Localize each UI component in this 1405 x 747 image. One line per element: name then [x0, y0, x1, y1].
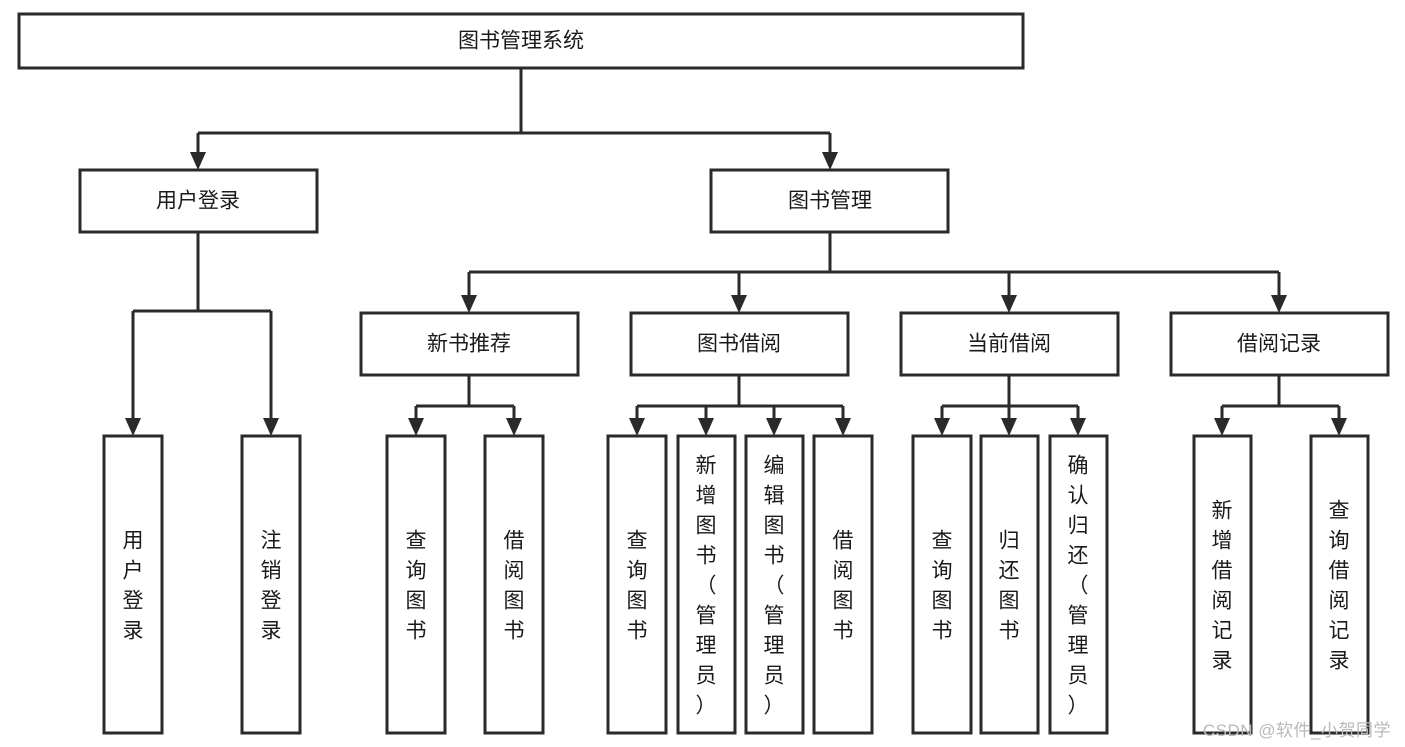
node-new-book-recommend-box[interactable] — [359, 311, 580, 377]
leaf-newbook-query-box[interactable] — [385, 434, 447, 735]
leaf-logout[interactable]: 注销登录 — [240, 434, 302, 735]
arrow-newbook-leaf-1 — [408, 418, 424, 436]
leaf-borrow-query-box[interactable] — [606, 434, 668, 735]
leaf-borrow-edit-book-label: 编辑图书（管理员） — [764, 454, 785, 717]
arrow-to-user-login — [190, 152, 206, 170]
leaf-borrow-edit-book[interactable]: 编辑图书（管理员） — [744, 434, 805, 735]
leaf-logout-label: 注销登录 — [261, 529, 282, 642]
arrow-record-leaf-1 — [1214, 418, 1230, 436]
leaf-borrow-lend-book-label: 借阅图书 — [833, 529, 854, 642]
arrow-borrow-leaf-3 — [766, 418, 782, 436]
leaf-newbook-borrow-label: 借阅图书 — [504, 529, 525, 642]
node-borrow-record[interactable]: 借阅记录 — [1169, 311, 1390, 377]
node-borrow-record-label: 借阅记录 — [1237, 333, 1321, 356]
node-book-borrow-box[interactable] — [629, 311, 850, 377]
node-current-borrow-label: 当前借阅 — [967, 333, 1051, 356]
leaf-user-login-label: 用户登录 — [123, 529, 144, 642]
leaf-current-confirm-return[interactable]: 确认归还（管理员） — [1048, 434, 1109, 735]
node-root[interactable]: 图书管理系统 — [17, 12, 1025, 70]
leaf-borrow-add-book-label: 新增图书（管理员） — [696, 454, 717, 717]
leaf-borrow-edit-book-box[interactable] — [744, 434, 805, 735]
leaf-current-return[interactable]: 归还图书 — [979, 434, 1040, 735]
leaf-newbook-borrow[interactable]: 借阅图书 — [483, 434, 545, 735]
leaf-user-login-box[interactable] — [102, 434, 164, 735]
arrow-to-borrow-record — [1271, 295, 1287, 313]
arrow-borrow-leaf-1 — [629, 418, 645, 436]
node-current-borrow-box[interactable] — [899, 311, 1120, 377]
leaf-borrow-lend-book-box[interactable] — [812, 434, 874, 735]
arrow-current-leaf-1 — [934, 418, 950, 436]
node-borrow-record-box[interactable] — [1169, 311, 1390, 377]
arrow-newbook-leaf-2 — [506, 418, 522, 436]
leaf-borrow-query[interactable]: 查询图书 — [606, 434, 668, 735]
arrow-current-leaf-3 — [1070, 418, 1086, 436]
leaf-record-query-box[interactable] — [1309, 434, 1370, 735]
node-book-borrow-label: 图书借阅 — [697, 333, 781, 356]
leaf-borrow-add-book[interactable]: 新增图书（管理员） — [676, 434, 737, 735]
arrow-to-current-borrow — [1001, 295, 1017, 313]
arrow-to-book-borrow — [731, 295, 747, 313]
node-user-login-label: 用户登录 — [156, 190, 240, 213]
leaf-record-add-label: 新增借阅记录 — [1212, 499, 1233, 672]
leaf-current-confirm-return-box[interactable] — [1048, 434, 1109, 735]
connectors — [125, 68, 1347, 436]
arrow-to-book-manage — [822, 152, 838, 170]
node-book-management[interactable]: 图书管理 — [709, 168, 950, 234]
leaf-borrow-query-label: 查询图书 — [627, 529, 648, 642]
leaf-user-login[interactable]: 用户登录 — [102, 434, 164, 735]
node-current-borrow[interactable]: 当前借阅 — [899, 311, 1120, 377]
leaf-borrow-add-book-box[interactable] — [676, 434, 737, 735]
leaf-logout-box[interactable] — [240, 434, 302, 735]
leaf-newbook-query[interactable]: 查询图书 — [385, 434, 447, 735]
arrow-record-leaf-2 — [1331, 418, 1347, 436]
node-book-borrow[interactable]: 图书借阅 — [629, 311, 850, 377]
leaf-current-return-box[interactable] — [979, 434, 1040, 735]
arrow-borrow-leaf-4 — [835, 418, 851, 436]
node-root-box[interactable] — [17, 12, 1025, 70]
leaf-current-query-box[interactable] — [911, 434, 973, 735]
leaf-newbook-borrow-box[interactable] — [483, 434, 545, 735]
node-user-login[interactable]: 用户登录 — [78, 168, 319, 234]
node-user-login-box[interactable] — [78, 168, 319, 234]
leaf-record-query[interactable]: 查询借阅记录 — [1309, 434, 1370, 735]
node-new-book-recommend-label: 新书推荐 — [427, 333, 511, 356]
leaf-newbook-query-label: 查询图书 — [406, 529, 427, 642]
node-new-book-recommend[interactable]: 新书推荐 — [359, 311, 580, 377]
arrow-to-new-book — [461, 295, 477, 313]
arrow-borrow-leaf-2 — [698, 418, 714, 436]
leaf-current-return-label: 归还图书 — [999, 529, 1020, 642]
node-book-management-label: 图书管理 — [788, 190, 872, 213]
leaf-current-query[interactable]: 查询图书 — [911, 434, 973, 735]
leaf-current-confirm-return-label: 确认归还（管理员） — [1068, 454, 1089, 717]
node-root-label: 图书管理系统 — [458, 30, 584, 53]
leaf-record-add-box[interactable] — [1192, 434, 1253, 735]
leaf-record-add[interactable]: 新增借阅记录 — [1192, 434, 1253, 735]
leaf-borrow-lend-book[interactable]: 借阅图书 — [812, 434, 874, 735]
arrow-to-user-login-leaf — [125, 418, 141, 436]
leaf-record-query-label: 查询借阅记录 — [1329, 499, 1350, 672]
node-book-management-box[interactable] — [709, 168, 950, 234]
arrow-to-logout-leaf — [263, 418, 279, 436]
leaf-current-query-label: 查询图书 — [932, 529, 953, 642]
arrow-current-leaf-2 — [1001, 418, 1017, 436]
